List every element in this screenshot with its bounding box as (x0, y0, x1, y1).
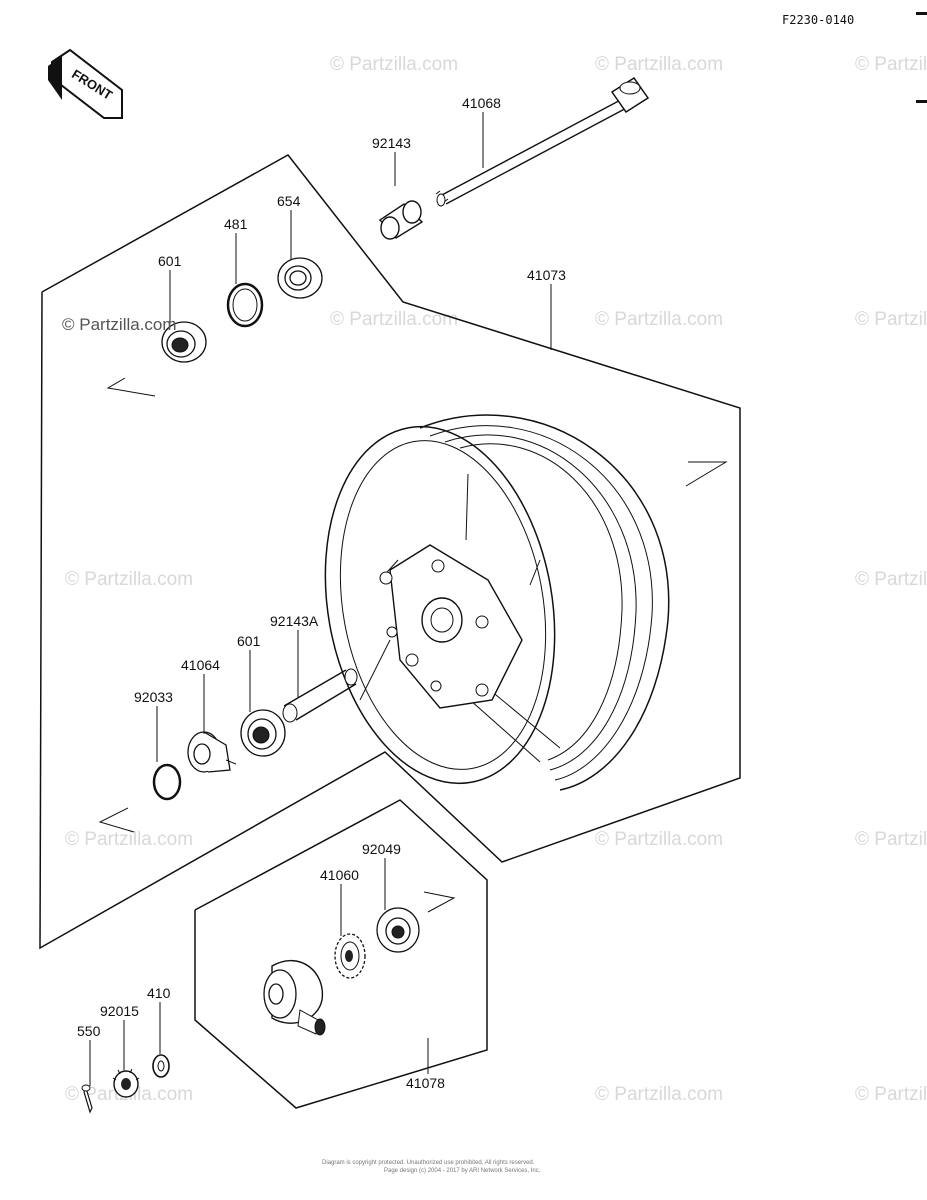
meter-gear-part (334, 933, 366, 979)
part-number-label[interactable]: 601 (158, 253, 182, 269)
part-number-label[interactable]: 92143A (270, 613, 319, 629)
sub-assembly-outline (194, 799, 488, 1109)
castle-nut-part (112, 1068, 140, 1098)
edge-mark (916, 12, 927, 15)
part-number-label[interactable]: 41073 (527, 267, 566, 283)
snap-ring-part (152, 763, 182, 801)
watermark: © Partzilla.com (595, 54, 723, 75)
grease-seal-part (376, 907, 420, 953)
watermark: © Partzilla.com (855, 569, 927, 590)
part-number-label[interactable]: 654 (277, 193, 301, 209)
watermark: © Partzilla.com (595, 829, 723, 850)
watermark: © Partzilla.com (855, 54, 927, 75)
assembly-outline (39, 154, 741, 950)
collar-part (378, 200, 424, 240)
part-number-label[interactable]: 92049 (362, 841, 401, 857)
part-number-label[interactable]: 550 (77, 1023, 101, 1039)
washer-part (152, 1054, 170, 1078)
watermark: © Partzilla.com (62, 315, 177, 334)
part-number-label[interactable]: 601 (237, 633, 261, 649)
part-number-label[interactable]: 481 (224, 216, 248, 232)
part-number-label[interactable]: 92033 (134, 689, 173, 705)
leader-lines (89, 112, 552, 1086)
chevron-icon (423, 891, 456, 913)
watermark: © Partzilla.com (330, 309, 458, 330)
watermark: © Partzilla.com (65, 569, 193, 590)
oil-seal-part (277, 257, 323, 299)
part-labels: 41068 92143 654 481 601 41073 92143A 601… (77, 95, 566, 1091)
watermark: © Partzilla.com (855, 1084, 927, 1105)
part-number-label[interactable]: 41064 (181, 657, 220, 673)
part-number-label[interactable]: 41068 (462, 95, 501, 111)
part-number-label[interactable]: 92015 (100, 1003, 139, 1019)
edge-mark (916, 100, 927, 103)
chevron-icon (685, 461, 728, 487)
part-number-label[interactable]: 410 (147, 985, 171, 1001)
ball-bearing-part (240, 709, 286, 757)
part-number-label[interactable]: 41078 (406, 1075, 445, 1091)
watermark: © Partzilla.com (595, 309, 723, 330)
part-number-label[interactable]: 92143 (372, 135, 411, 151)
circlip-part (226, 282, 264, 328)
watermark: © Partzilla.com (65, 829, 193, 850)
speedometer-gearbox-part (263, 960, 326, 1036)
front-arrow-icon: FRONT (48, 48, 123, 119)
watermark: © Partzilla.com (855, 309, 927, 330)
wheel-part (324, 414, 670, 791)
ball-bearing-part (161, 321, 207, 363)
spacer-tube-part (282, 668, 358, 723)
chevron-icon (106, 377, 156, 397)
copyright-line: Page design (c) 2004 - 2017 by ARI Netwo… (384, 1168, 541, 1174)
watermark: © Partzilla.com (330, 54, 458, 75)
chevron-icon (98, 807, 135, 833)
cotter-pin-part (81, 1084, 93, 1114)
axle-part (435, 76, 650, 207)
copyright-line: Diagram is copyright protected. Unauthor… (322, 1160, 535, 1166)
part-number-label[interactable]: 41060 (320, 867, 359, 883)
diagram-id: F2230-0140 (782, 13, 854, 27)
watermark: © Partzilla.com (595, 1084, 723, 1105)
hub-collar-part (187, 731, 237, 773)
watermark: © Partzilla.com (855, 829, 927, 850)
